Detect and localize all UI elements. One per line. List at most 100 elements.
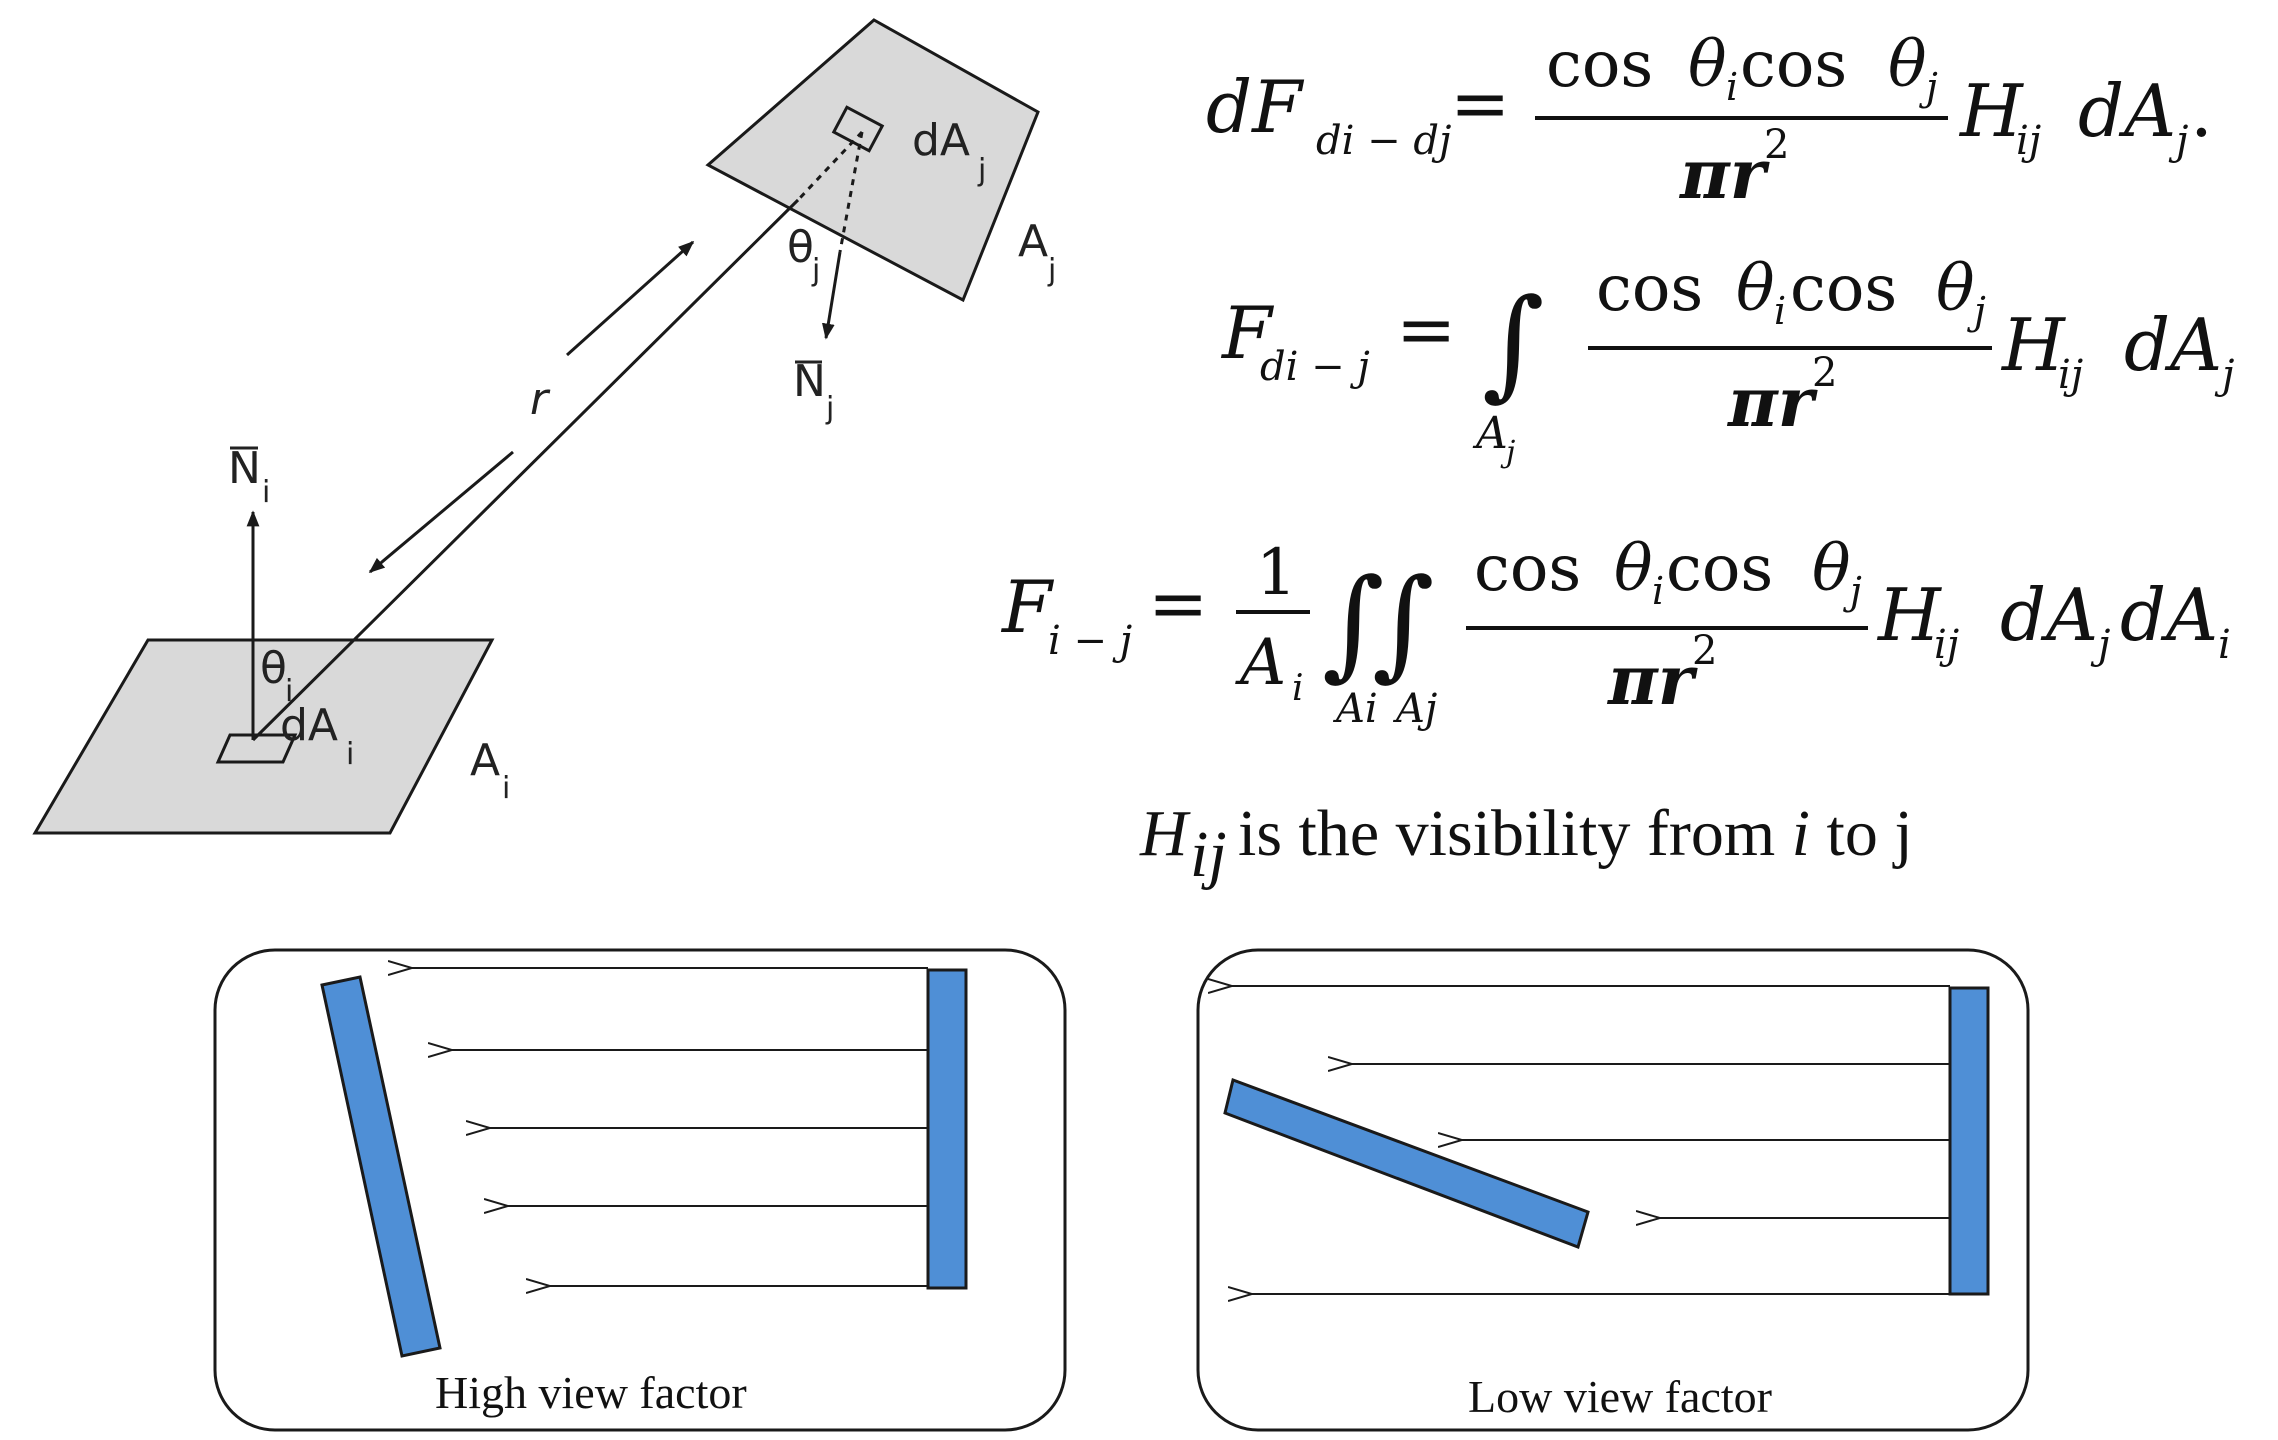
svg-text:F: F (1000, 565, 1055, 649)
svg-text:ij: ij (2016, 118, 2041, 164)
svg-text:i: i (1726, 65, 1738, 109)
svg-text:cos: cos (1740, 28, 1847, 102)
svg-text:.: . (2190, 69, 2213, 153)
visibility-statement: H ij is the visibility from i to j (1139, 797, 1913, 891)
svg-text:i: i (502, 771, 510, 806)
svg-text:θ: θ (260, 643, 287, 694)
svg-text:A: A (1018, 216, 1048, 267)
svg-text:H: H (2000, 303, 2066, 387)
panel-low-view-factor: Low view factor (1196, 948, 2030, 1432)
svg-text:=: = (1396, 287, 1456, 371)
geometry-diagram: r N j θ j dA j A j N i θ i dA i (32, 18, 1056, 835)
patch-dai (215, 733, 298, 764)
label-aj: A j (1018, 216, 1056, 288)
svg-text:i: i (2218, 622, 2231, 668)
label-thetai: θ i (260, 643, 293, 709)
svg-text:2: 2 (1692, 628, 1717, 674)
surface-aj (705, 18, 1040, 303)
svg-text:j: j (825, 391, 834, 426)
svg-text:cos: cos (1596, 252, 1703, 326)
receiver-plate-low (1223, 1078, 1590, 1249)
caption-high: High view factor (435, 1367, 747, 1418)
svg-text:di − dj: di − dj (1316, 118, 1451, 164)
svg-text:A: A (470, 735, 500, 786)
svg-text:θ: θ (1936, 252, 1975, 326)
svg-text:N: N (228, 443, 261, 494)
label-thetaj: θ j (787, 222, 820, 288)
svg-text:i: i (1292, 668, 1304, 709)
svg-text:πr: πr (1678, 135, 1770, 215)
svg-text:dA: dA (2124, 303, 2222, 387)
svg-text:ij: ij (1190, 818, 1227, 891)
svg-text:i: i (1652, 569, 1664, 613)
svg-text:πr: πr (1606, 641, 1698, 721)
r-arrow-upper (565, 240, 695, 357)
svg-text:Aj: Aj (1392, 686, 1437, 732)
svg-text:∫: ∫ (1482, 274, 1545, 413)
eq3-numerator: cos θ i cos θ j (1474, 532, 1862, 613)
svg-text:dF: dF (1206, 65, 1305, 149)
svg-text:θ: θ (1614, 532, 1653, 606)
r-arrow-lower (368, 450, 514, 574)
eq3-denominator: πr 2 (1606, 628, 1717, 721)
svg-text:j: j (811, 253, 820, 288)
emitter-plate-high (926, 968, 968, 1290)
svg-text:A: A (1472, 408, 1508, 459)
equation-dF: dF di − dj = cos θ i cos θ j πr 2 H ij d… (1206, 28, 2213, 215)
svg-text:H: H (1139, 797, 1191, 870)
svg-text:1: 1 (1256, 536, 1297, 610)
svg-text:θ: θ (1888, 28, 1927, 102)
svg-text:H: H (1876, 573, 1942, 657)
svg-text:2: 2 (1812, 350, 1837, 396)
emitter-plate-low (1948, 986, 1990, 1296)
svg-text:πr: πr (1726, 363, 1818, 443)
connecting-line (251, 198, 800, 742)
eq1-numerator: cos θ i cos θ j (1546, 28, 1938, 109)
svg-text:i: i (1774, 289, 1786, 333)
svg-text:Ai: Ai (1332, 686, 1378, 732)
svg-text:dA: dA (2078, 69, 2176, 153)
dotted-line-2 (838, 131, 864, 253)
svg-text:ij: ij (2058, 352, 2083, 398)
eq2-numerator: cos θ i cos θ j (1596, 252, 1986, 333)
label-ni: N i (228, 443, 270, 510)
normal-nj (821, 251, 842, 340)
label-dai: dA i (280, 700, 354, 772)
dotted-line-1 (796, 130, 864, 202)
svg-text:i: i (285, 674, 293, 709)
svg-text:θ: θ (1736, 252, 1775, 326)
receiver-plate-high (320, 975, 442, 1358)
svg-text:dA: dA (912, 115, 970, 166)
svg-text:H: H (1958, 69, 2024, 153)
svg-text:j: j (1047, 253, 1056, 288)
label-nj: N j (793, 356, 834, 426)
svg-text:cos: cos (1666, 532, 1773, 606)
svg-text:j: j (977, 153, 986, 188)
eq1-denominator: πr 2 (1678, 122, 1789, 215)
svg-text:=: = (1148, 561, 1208, 645)
svg-text:F: F (1220, 291, 1275, 375)
svg-text:A: A (1235, 626, 1286, 700)
equation-F-di-j: F di − j = ∫ A j cos θ i cos θ j πr 2 H … (1220, 252, 2234, 470)
svg-text:cos: cos (1790, 252, 1897, 326)
svg-text:ij: ij (1934, 622, 1959, 668)
svg-text:dA: dA (280, 700, 338, 751)
svg-text:cos: cos (1546, 28, 1653, 102)
svg-text:=: = (1450, 61, 1510, 145)
svg-text:θ: θ (787, 222, 814, 273)
eq2-denominator: πr 2 (1726, 350, 1837, 443)
svg-text:θ: θ (1688, 28, 1727, 102)
svg-text:θ: θ (1812, 532, 1851, 606)
label-r: r (530, 374, 551, 425)
svg-text:is the visibility from i to j: is the visibility from i to j (1238, 797, 1913, 870)
svg-text:N: N (793, 356, 826, 407)
svg-text:i − j: i − j (1048, 618, 1132, 664)
panel-high-view-factor: High view factor (213, 948, 1067, 1432)
svg-text:i: i (262, 475, 270, 510)
equation-F-i-j: F i − j = 1 A i ∫ ∫ Ai Aj cos θ i cos θ … (1000, 532, 2231, 732)
svg-text:2: 2 (1764, 122, 1789, 168)
svg-text:∫: ∫ (1372, 554, 1435, 693)
svg-text:dA: dA (2000, 573, 2098, 657)
svg-text:di − j: di − j (1260, 344, 1370, 390)
svg-text:dA: dA (2120, 573, 2218, 657)
